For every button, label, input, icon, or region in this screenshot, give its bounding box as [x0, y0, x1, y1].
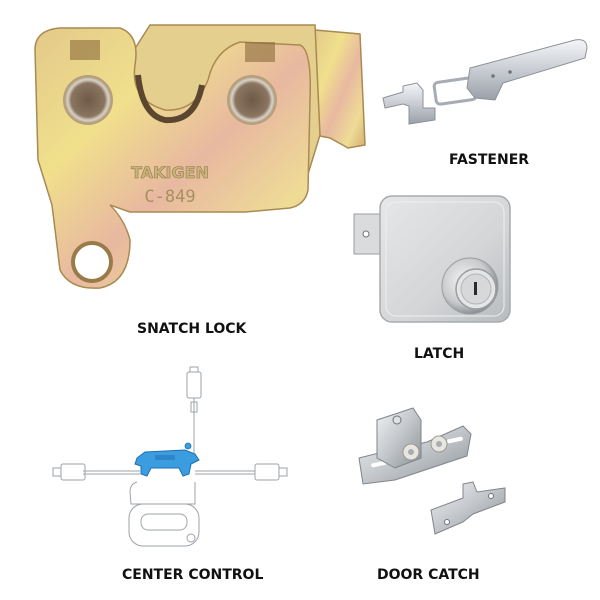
- product-door-catch[interactable]: [355, 398, 515, 546]
- label-latch: LATCH: [414, 346, 465, 362]
- product-latch[interactable]: [352, 192, 512, 332]
- label-fastener: FASTENER: [449, 152, 530, 168]
- label-snatch-lock: SNATCH LOCK: [137, 321, 247, 337]
- label-center-control: CENTER CONTROL: [122, 567, 264, 583]
- label-door-catch: DOOR CATCH: [377, 567, 480, 583]
- door-catch-image: [358, 407, 506, 535]
- center-control-diagram: [52, 366, 288, 547]
- snatch-lock-image: TAKIGEN C-849: [34, 24, 366, 289]
- engraving-brand: TAKIGEN: [131, 163, 209, 182]
- product-center-control[interactable]: [45, 362, 295, 552]
- product-fastener[interactable]: [375, 28, 595, 138]
- latch-image: [353, 195, 511, 323]
- center-control-mechanism: [134, 442, 200, 477]
- product-snatch-lock[interactable]: TAKIGEN C-849: [30, 20, 370, 340]
- fastener-image: [382, 39, 588, 125]
- engraving-model: C-849: [144, 187, 195, 207]
